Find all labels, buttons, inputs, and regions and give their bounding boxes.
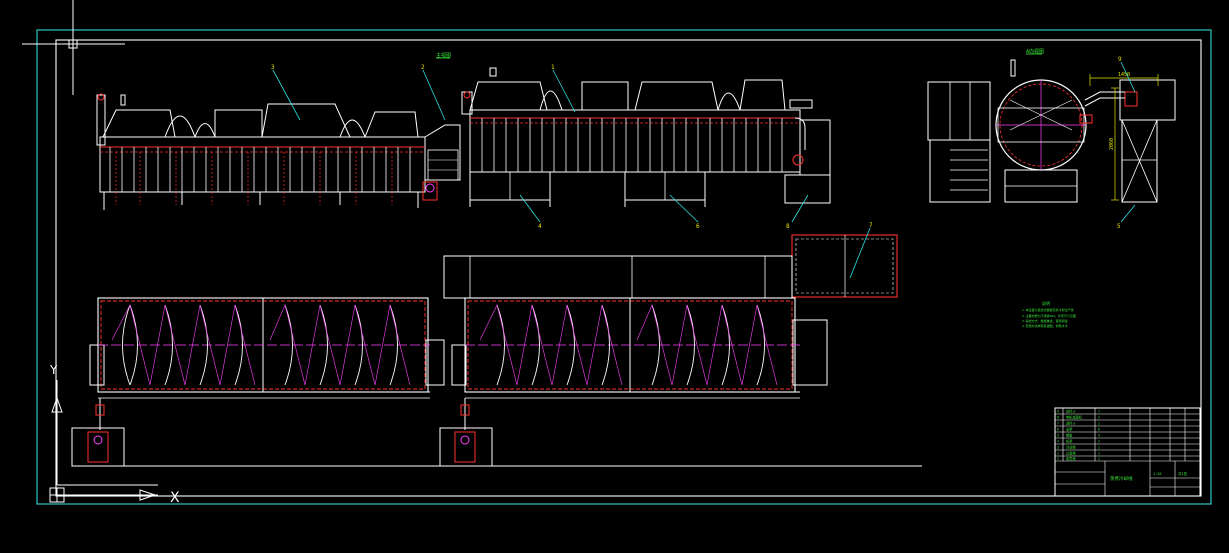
balloon-7: 7: [869, 222, 873, 229]
parts-row-1-name: 出料斗: [1066, 409, 1076, 414]
front-view-label: 主视图: [436, 52, 451, 59]
parts-row-3-qty: 1: [1098, 422, 1100, 426]
drawing-title: 蒸煮冷却线: [1110, 475, 1133, 482]
parts-row-7-name: 冷却槽: [1066, 445, 1076, 450]
crosshair-cursor-icon: [22, 0, 125, 95]
parts-row-5-name: 螺旋: [1066, 433, 1073, 438]
notes-line-3: 3.输送方式：螺旋推进，变频调速: [1022, 318, 1068, 323]
parts-row-6-no: 4: [1057, 440, 1059, 444]
parts-row-9-qty: 1: [1098, 457, 1100, 461]
parts-row-7-qty: 1: [1098, 446, 1100, 450]
dimension-height: 2060: [1109, 138, 1115, 150]
parts-row-1-no: 9: [1057, 410, 1059, 414]
notes-line-1: 1.本设备为连续式螺旋蒸煮冷却生产线: [1022, 307, 1074, 312]
parts-row-2-name: 电机减速机: [1066, 415, 1083, 420]
drawing-sheet: 共1张: [1178, 471, 1188, 476]
dimension-width: 1450: [1118, 72, 1130, 78]
parts-row-5-qty: 4: [1098, 434, 1100, 438]
balloon-8: 8: [786, 223, 790, 230]
parts-row-8-name: 过渡槽: [1066, 451, 1076, 456]
drawing-scale: 1:20: [1153, 472, 1161, 476]
notes-line-4: 4.安装时请参照基础图，调整水平: [1022, 323, 1068, 328]
notes-line-2: 2.主要材质为不锈钢304，外形尺寸见图: [1022, 313, 1076, 318]
drive-unit-right: [439, 398, 493, 467]
balloon-1: 1: [551, 64, 555, 71]
side-view-label: A向视图: [1026, 48, 1044, 55]
parts-row-9-name: 蒸煮槽: [1066, 456, 1076, 461]
front-view: 主视图: [96, 52, 831, 230]
plan-view: 7: [71, 222, 922, 467]
balloon-3-front: 3: [271, 64, 275, 71]
balloon-9: 9: [1118, 56, 1122, 63]
balloon-4: 4: [538, 223, 542, 230]
parts-row-8-qty: 1: [1098, 452, 1100, 456]
technical-notes: 说明 1.本设备为连续式螺旋蒸煮冷却生产线 2.主要材质为不锈钢304，外形尺寸…: [1022, 300, 1076, 328]
ucs-y-label: Y: [49, 363, 58, 377]
parts-row-4-no: 6: [1057, 428, 1059, 432]
parts-row-2-no: 8: [1057, 416, 1059, 420]
parts-row-6-qty: 2: [1098, 440, 1100, 444]
parts-row-4-qty: 6: [1098, 428, 1100, 432]
parts-row-7-no: 3: [1057, 446, 1059, 450]
inner-frame: [55, 39, 1202, 497]
ucs-icon: [49, 380, 158, 503]
parts-row-9-no: 1: [1057, 457, 1059, 461]
parts-row-3-no: 7: [1057, 422, 1059, 426]
transition-hopper: [422, 91, 473, 201]
parts-row-1-qty: 1: [1098, 410, 1100, 414]
title-block: 9 出料斗 1 8 电机减速机 2 7 进料斗 1 6 支架 6 5 螺旋 4 …: [1054, 407, 1201, 497]
balloon-6: 6: [696, 223, 700, 230]
cooking-tank-elevation: [469, 67, 831, 207]
parts-row-6-name: 机架: [1066, 439, 1073, 444]
parts-row-5-no: 5: [1057, 434, 1059, 438]
drive-unit-left: [71, 398, 125, 467]
parts-row-2-qty: 2: [1098, 416, 1100, 420]
parts-row-8-no: 2: [1057, 452, 1059, 456]
ucs-x-label: X: [170, 490, 180, 506]
balloon-5: 5: [1117, 223, 1121, 230]
front-leaders: [272, 69, 809, 223]
parts-row-4-name: 支架: [1066, 427, 1073, 432]
outer-frame: [36, 29, 1212, 505]
cooling-tank-elevation: [96, 93, 426, 210]
parts-row-3-name: 进料斗: [1066, 421, 1076, 426]
notes-title: 说明: [1042, 300, 1050, 306]
balloon-2: 2: [421, 64, 425, 71]
side-view: A向视图: [927, 48, 1176, 230]
